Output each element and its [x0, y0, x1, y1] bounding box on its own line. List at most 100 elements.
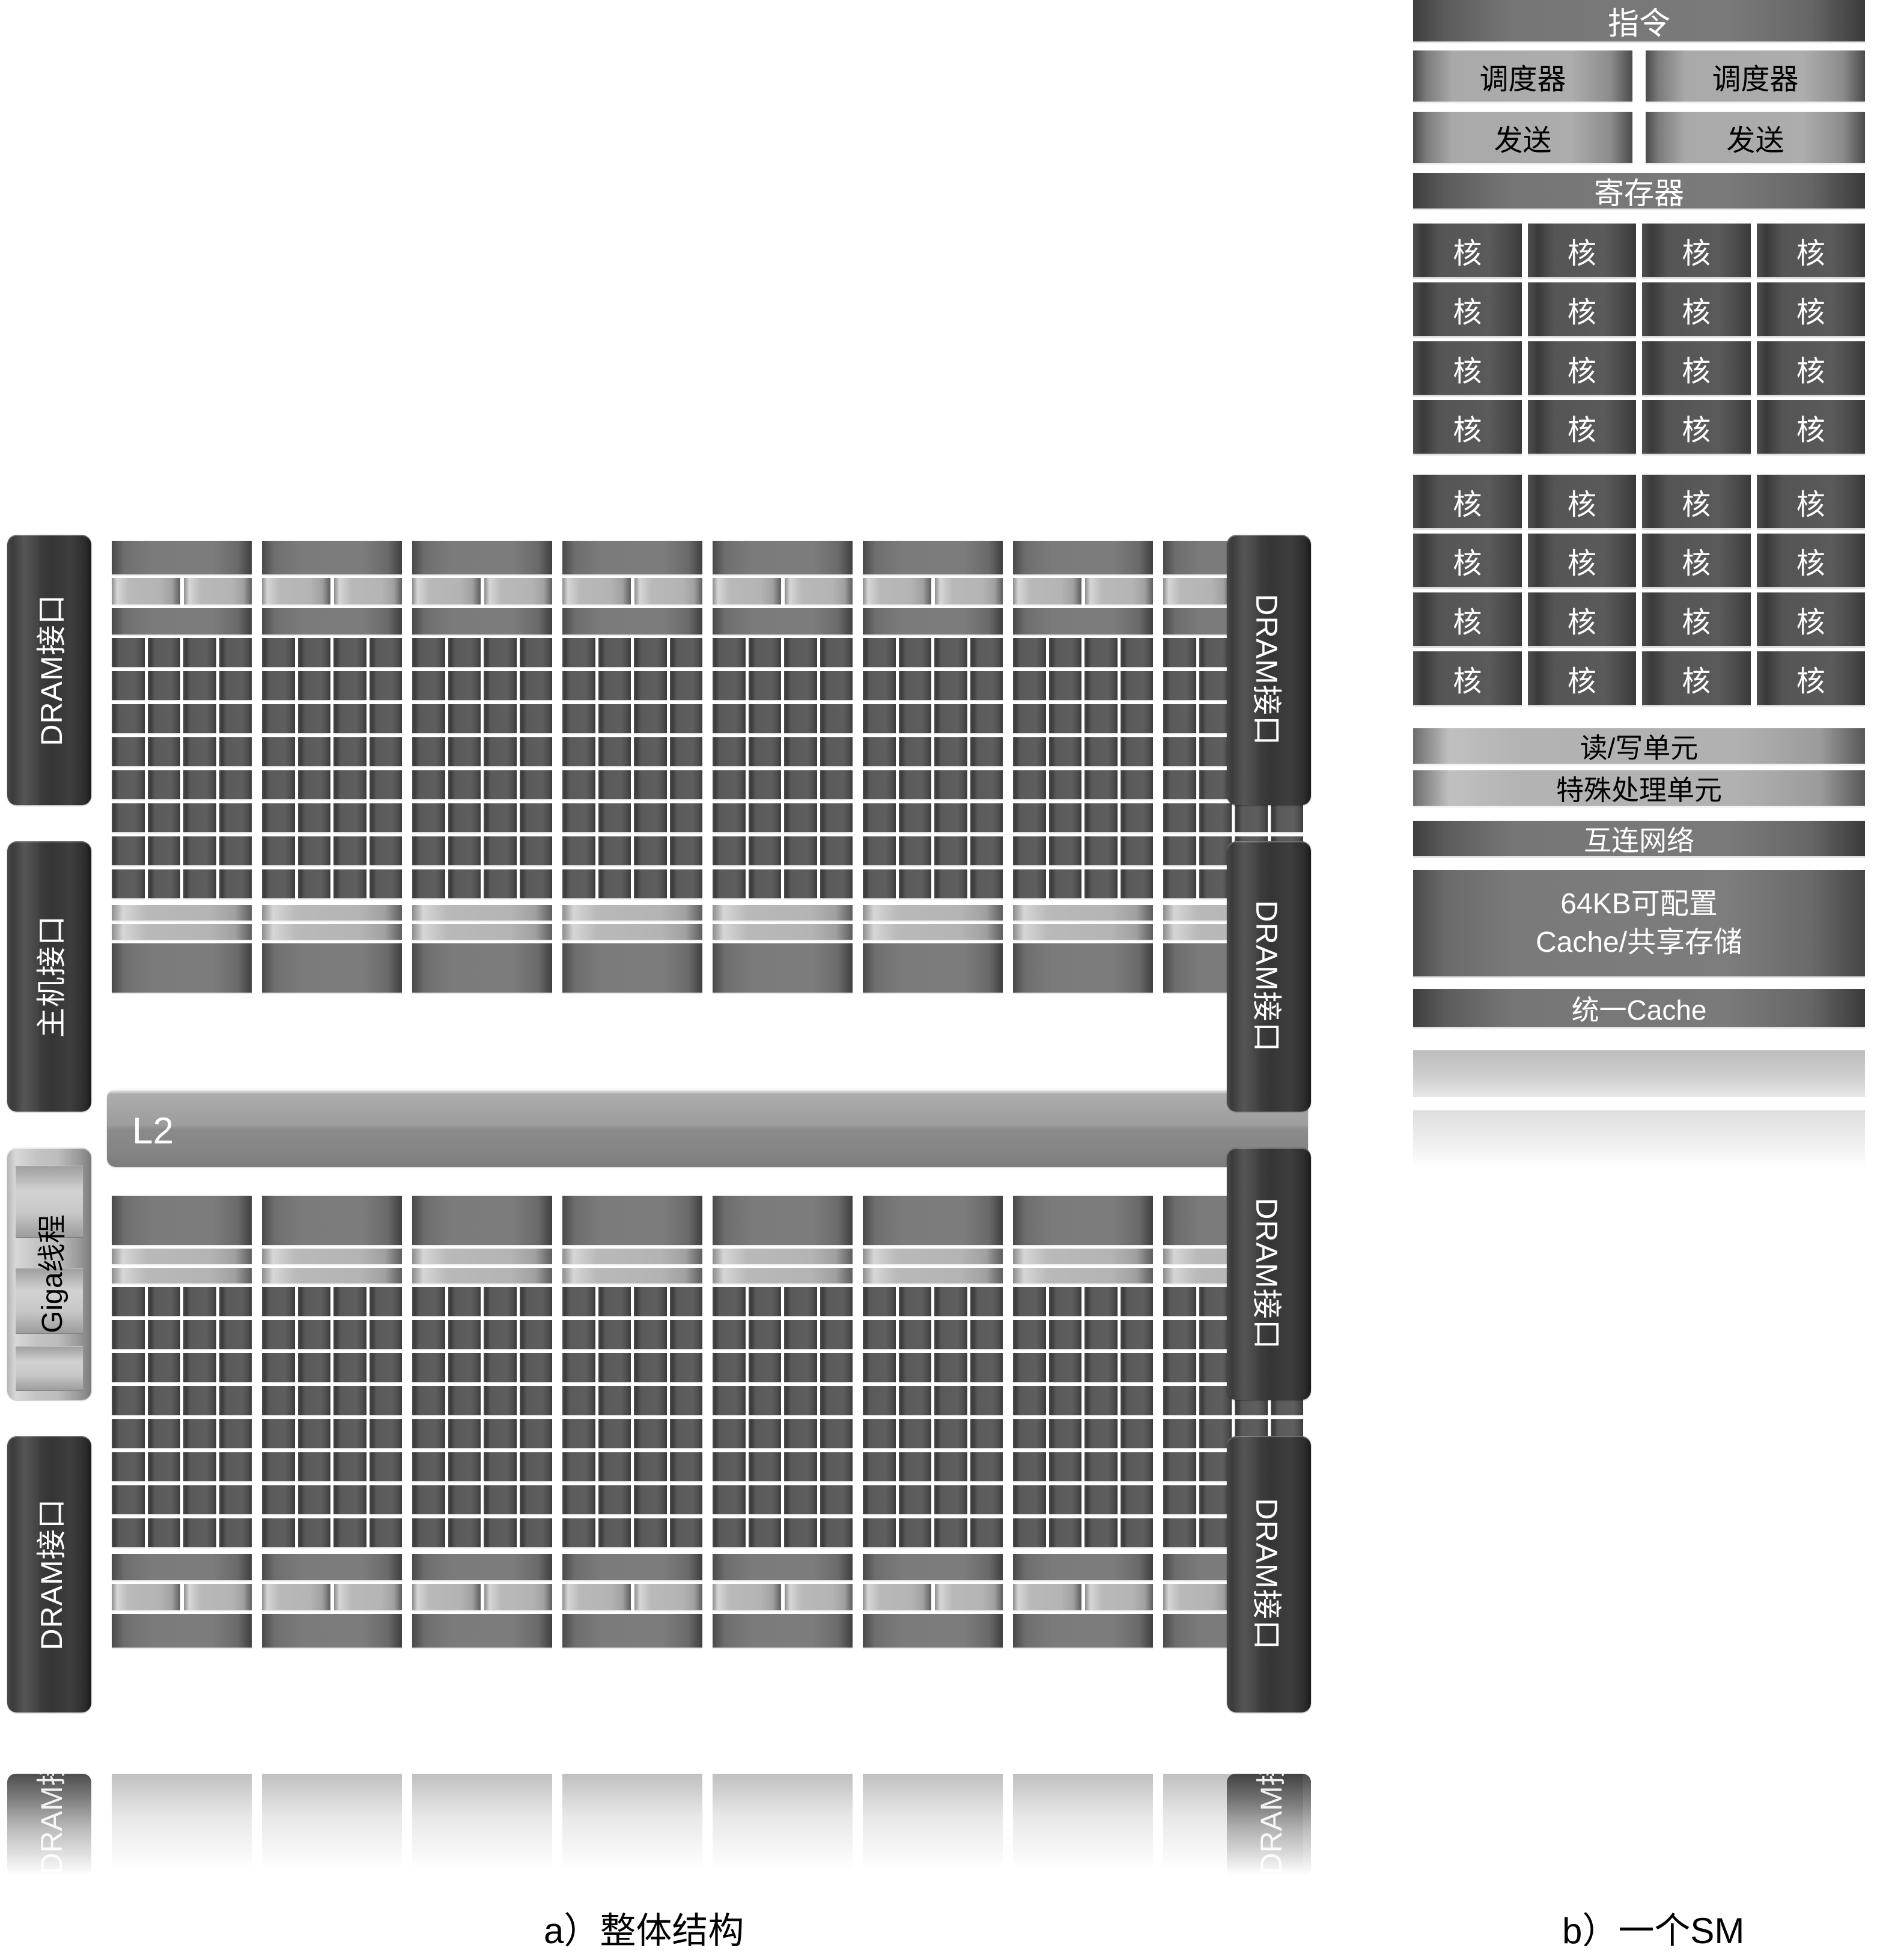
sm-column-core-cell: [297, 836, 330, 866]
sm-core-cell[interactable]: 核: [1527, 341, 1636, 397]
sm-core-cell[interactable]: 核: [1642, 475, 1751, 530]
sm-scheduler-block-1[interactable]: 调度器: [1413, 50, 1632, 103]
sm-column-core-cell: [448, 1485, 481, 1515]
sm-core-cell[interactable]: 核: [1642, 282, 1751, 338]
sm-column-core-cell: [412, 1419, 445, 1449]
sm-column-core-cell: [934, 1452, 967, 1482]
sm-dispatch-block-2[interactable]: 发送: [1646, 112, 1865, 165]
sm-column-core-cell: [1120, 1419, 1153, 1449]
sm-core-cell[interactable]: 核: [1756, 282, 1865, 338]
panel-a-chip-reflection-label: DRAM接口: [1255, 1774, 1288, 1875]
sm-core-cell[interactable]: 核: [1642, 341, 1751, 397]
sm-column-core-cell: [262, 803, 295, 833]
sm-column-core-cell: [784, 1485, 817, 1515]
sm-column-core-cell: [1199, 836, 1232, 866]
sm-column-core-cell: [519, 803, 552, 833]
sm-core-cell[interactable]: 核: [1413, 592, 1522, 648]
sm-column-core-cell: [333, 638, 367, 668]
sm-core-cell[interactable]: 核: [1527, 400, 1636, 455]
sm-interconnect-network[interactable]: 互连网络: [1413, 821, 1865, 858]
sm-column-core-cell: [598, 836, 631, 866]
sm-column-subblock: [784, 578, 853, 606]
sm-core-cell[interactable]: 核: [1527, 534, 1636, 589]
sm-column-core-cell: [1199, 869, 1232, 899]
sm-column-subblocks: [262, 1584, 402, 1612]
sm-column-core-cell: [1163, 671, 1196, 701]
sm-special-function-unit[interactable]: 特殊处理单元: [1413, 770, 1865, 808]
left-interface-label: DRAM接口: [35, 1498, 68, 1651]
sm-core-cell[interactable]: 核: [1642, 224, 1751, 279]
sm-column-subblock: [863, 1584, 931, 1612]
sm-column-core-cell: [748, 770, 781, 800]
sm-column-core-cell: [219, 869, 252, 899]
sm-core-cell[interactable]: 核: [1527, 224, 1636, 279]
sm-column-core-cell: [863, 1485, 896, 1515]
sm-register-file-block[interactable]: 寄存器: [1413, 173, 1865, 210]
sm-core-cell[interactable]: 核: [1756, 592, 1865, 648]
sm-core-cell[interactable]: 核: [1527, 651, 1636, 707]
sm-core-cell[interactable]: 核: [1756, 400, 1865, 455]
sm-dispatch-block-1[interactable]: 发送: [1413, 112, 1632, 165]
right-interface-chip: DRAM接口: [1227, 535, 1311, 805]
sm-column-core-cell: [934, 869, 967, 899]
sm-column-core-cell: [147, 1518, 180, 1548]
sm-core-cell[interactable]: 核: [1413, 534, 1522, 589]
sm-core-cell[interactable]: 核: [1527, 475, 1636, 530]
sm-core-cell[interactable]: 核: [1413, 475, 1522, 530]
sm-column-core-grid: [1013, 1287, 1153, 1551]
sm-core-cell[interactable]: 核: [1756, 651, 1865, 707]
sm-column-core-cell: [863, 1287, 896, 1317]
sm-column-core-cell: [219, 1320, 252, 1350]
sm-column-core-cell: [1013, 1485, 1046, 1515]
sm-column-core-cell: [333, 671, 367, 701]
sm-core-cell[interactable]: 核: [1413, 400, 1522, 455]
sm-column-subblocks: [562, 1584, 702, 1612]
sm-column-core-cell: [748, 1485, 781, 1515]
sm-column-core-cell: [598, 803, 631, 833]
sm-instruction-block[interactable]: 指令: [1413, 0, 1865, 43]
sm-column-core-cell: [1199, 1287, 1232, 1317]
sm-core-cell[interactable]: 核: [1527, 592, 1636, 648]
sm-core-cell[interactable]: 核: [1413, 341, 1522, 397]
sm-core-cell[interactable]: 核: [1413, 282, 1522, 338]
sm-column-core-cell: [262, 671, 295, 701]
sm-column-core-cell: [369, 1353, 402, 1383]
sm-core-cell[interactable]: 核: [1756, 224, 1865, 279]
sm-column-subblocks: [1013, 578, 1153, 606]
sm-core-cell[interactable]: 核: [1756, 341, 1865, 397]
sm-uniform-cache[interactable]: 统一Cache: [1413, 989, 1865, 1029]
sm-column-core-cell: [484, 1518, 517, 1548]
sm-column-core-cell: [369, 638, 402, 668]
sm-column-subblock: [262, 1584, 330, 1612]
sm-column-core-cell: [1013, 1518, 1046, 1548]
sm-column-core-cell: [333, 704, 367, 734]
sm-column-core-cell: [1235, 803, 1268, 833]
sm-column-core-cell: [484, 638, 517, 668]
sm-column-cache-block: [1013, 1196, 1153, 1246]
sm-column-core-cell: [748, 1386, 781, 1416]
sm-column-core-cell: [369, 869, 402, 899]
sm-scheduler-block-2[interactable]: 调度器: [1646, 50, 1865, 103]
sm-core-cell[interactable]: 核: [1413, 224, 1522, 279]
sm-column-core-cell: [713, 1287, 746, 1317]
sm-column-core-cell: [1048, 1452, 1081, 1482]
sm-core-cell[interactable]: 核: [1642, 651, 1751, 707]
sm-core-cell[interactable]: 核: [1527, 282, 1636, 338]
sm-column-core-cell: [898, 1386, 931, 1416]
sm-core-cell[interactable]: 核: [1642, 400, 1751, 455]
sm-column-core-cell: [598, 869, 631, 899]
sm-core-cell[interactable]: 核: [1413, 651, 1522, 707]
sm-core-cell[interactable]: 核: [1756, 475, 1865, 530]
sm-core-cell[interactable]: 核: [1642, 592, 1751, 648]
sm-column-core-cell: [333, 869, 367, 899]
sm-core-cell[interactable]: 核: [1756, 534, 1865, 589]
sm-column-core-cell: [1084, 1419, 1118, 1449]
sm-core-cell[interactable]: 核: [1642, 534, 1751, 589]
sm-column-core-cell: [484, 1386, 517, 1416]
sm-column-core-cell: [820, 836, 853, 866]
sm-column-core-cell: [713, 638, 746, 668]
sm-column-core-cell: [713, 1353, 746, 1383]
sm-load-store-unit[interactable]: 读/写单元: [1413, 728, 1865, 765]
sm-column-header: [562, 541, 702, 576]
